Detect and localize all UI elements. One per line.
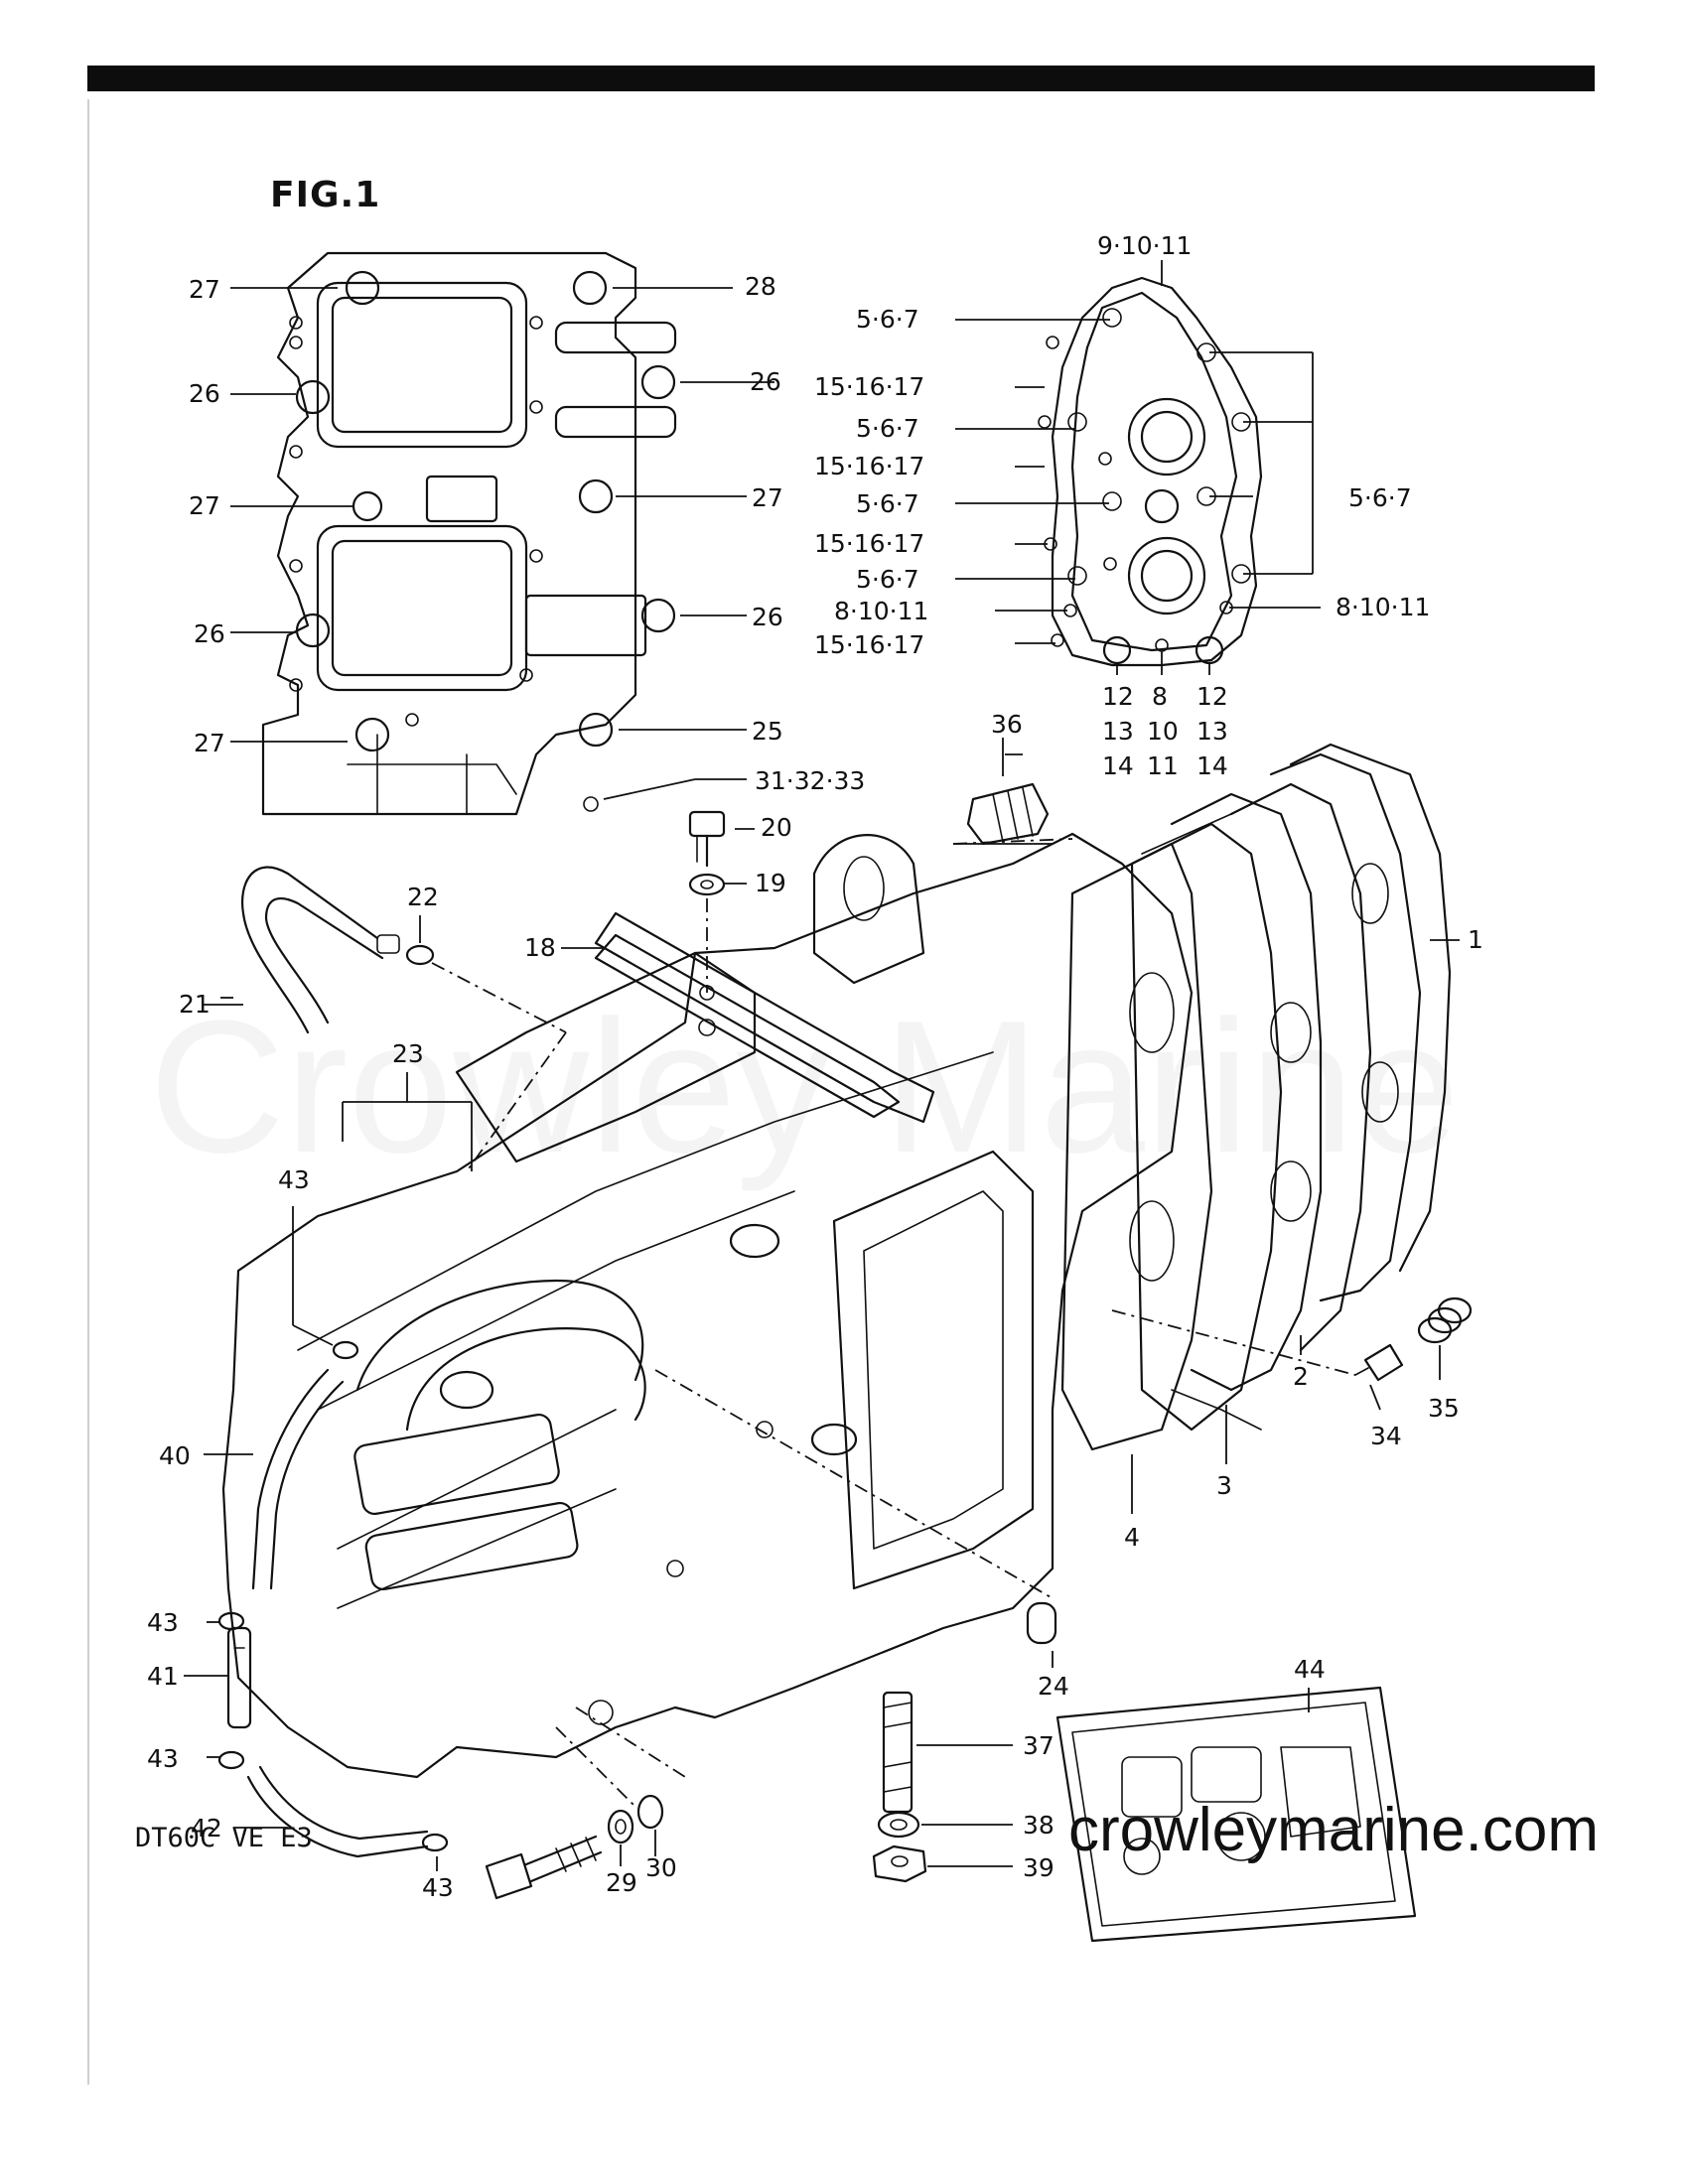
- watermark: Crowley Marine: [149, 982, 1460, 1192]
- callout-13: 13: [1196, 717, 1228, 746]
- bolt-long: [485, 1835, 603, 1900]
- site-url: crowleymarine.com: [1067, 1796, 1599, 1864]
- callout-15-16-17: 15·16·17: [814, 529, 924, 558]
- callout-18: 18: [524, 933, 556, 962]
- callout-3: 3: [1216, 1471, 1232, 1500]
- hose-40: [251, 1368, 345, 1590]
- callout-36: 36: [991, 710, 1023, 739]
- clips-43: [217, 1340, 449, 1852]
- clip-22: [405, 944, 435, 966]
- cylinder-flanges: [1060, 743, 1452, 1451]
- callout-40: 40: [159, 1441, 191, 1470]
- spring-35: [1417, 1297, 1473, 1344]
- callout-8: 8: [1152, 682, 1168, 711]
- model-code: DT60C VE E3: [135, 1823, 313, 1853]
- callout-43: 43: [422, 1873, 454, 1902]
- callout-26: 26: [750, 367, 781, 396]
- hose-42: [246, 1765, 429, 1858]
- callout-24: 24: [1038, 1672, 1069, 1701]
- fitting-36: [966, 782, 1050, 846]
- gasket-set-44: [1055, 1686, 1417, 1943]
- callout-15-16-17: 15·16·17: [814, 452, 924, 480]
- callout-5-6-7: 5·6·7: [856, 565, 919, 594]
- callout-labels: 9·10·11 5·6·7 15·16·17 5·6·7 15·16·17 5·…: [147, 231, 1483, 1902]
- callout-5-6-7: 5·6·7: [856, 305, 919, 334]
- callout-30: 30: [645, 1853, 677, 1882]
- callout-8-10-11: 8·10·11: [1336, 593, 1430, 621]
- callout-5-6-7: 5·6·7: [1348, 483, 1412, 512]
- callout-14: 14: [1102, 751, 1134, 780]
- callout-44: 44: [1294, 1655, 1326, 1684]
- callout-28: 28: [745, 272, 776, 301]
- callout-10: 10: [1147, 717, 1179, 746]
- callout-14: 14: [1196, 751, 1228, 780]
- callout-27: 27: [752, 483, 783, 512]
- callout-43: 43: [147, 1608, 179, 1637]
- intake-gasket-cover: [261, 251, 677, 816]
- callout-8-10-11: 8·10·11: [834, 597, 928, 625]
- callout-38: 38: [1023, 1811, 1055, 1840]
- callout-37: 37: [1023, 1731, 1055, 1760]
- callout-21: 21: [179, 990, 211, 1019]
- callout-23: 23: [392, 1039, 424, 1068]
- callout-13: 13: [1102, 717, 1134, 746]
- cylinder-block: [221, 832, 1194, 1779]
- callout-25: 25: [752, 717, 783, 746]
- callout-35: 35: [1428, 1394, 1460, 1423]
- callout-12: 12: [1102, 682, 1134, 711]
- callout-31-32-33: 31·32·33: [755, 766, 865, 795]
- callout-22: 22: [407, 883, 439, 911]
- main-leaders: [184, 738, 1460, 1871]
- nut-39: [872, 1844, 927, 1883]
- callout-34: 34: [1370, 1422, 1402, 1450]
- figure-title: FIG.1: [270, 175, 381, 215]
- callout-26: 26: [189, 379, 220, 408]
- callout-15-16-17: 15·16·17: [814, 372, 924, 401]
- callout-29: 29: [606, 1868, 637, 1897]
- callout-19: 19: [755, 869, 786, 897]
- header-bar: [87, 66, 1595, 91]
- callout-26: 26: [752, 603, 783, 631]
- scan-margin: [87, 99, 89, 2085]
- stud-37: [882, 1691, 914, 1814]
- callout-27: 27: [194, 729, 225, 757]
- callout-41: 41: [147, 1662, 179, 1691]
- head-cover: [1038, 276, 1263, 667]
- callout-39: 39: [1023, 1853, 1055, 1882]
- callout-20: 20: [761, 813, 792, 842]
- callout-4: 4: [1124, 1523, 1140, 1552]
- washer-29-30: [607, 1794, 664, 1844]
- callout-43: 43: [147, 1744, 179, 1773]
- callout-43: 43: [278, 1165, 310, 1194]
- washer-19: [688, 873, 726, 896]
- intake-gasket-leaders: [230, 287, 774, 800]
- fitting-34: [1354, 1343, 1404, 1382]
- callout-27: 27: [189, 275, 220, 304]
- dowel-24: [1026, 1601, 1057, 1645]
- callout-27: 27: [189, 491, 220, 520]
- callout-11: 11: [1147, 751, 1179, 780]
- callout-15-16-17: 15·16·17: [814, 630, 924, 659]
- callout-9-10-11: 9·10·11: [1097, 231, 1192, 260]
- head-cover-leaders: [955, 260, 1321, 675]
- callout-1: 1: [1468, 925, 1483, 954]
- callout-12: 12: [1196, 682, 1228, 711]
- callout-26: 26: [194, 619, 225, 648]
- bolt-20: [688, 810, 726, 868]
- callout-2: 2: [1293, 1362, 1309, 1391]
- callout-5-6-7: 5·6·7: [856, 489, 919, 518]
- hose-21: [241, 866, 400, 1034]
- callout-5-6-7: 5·6·7: [856, 414, 919, 443]
- callout-42: 42: [191, 1814, 222, 1843]
- washer-38: [877, 1811, 920, 1839]
